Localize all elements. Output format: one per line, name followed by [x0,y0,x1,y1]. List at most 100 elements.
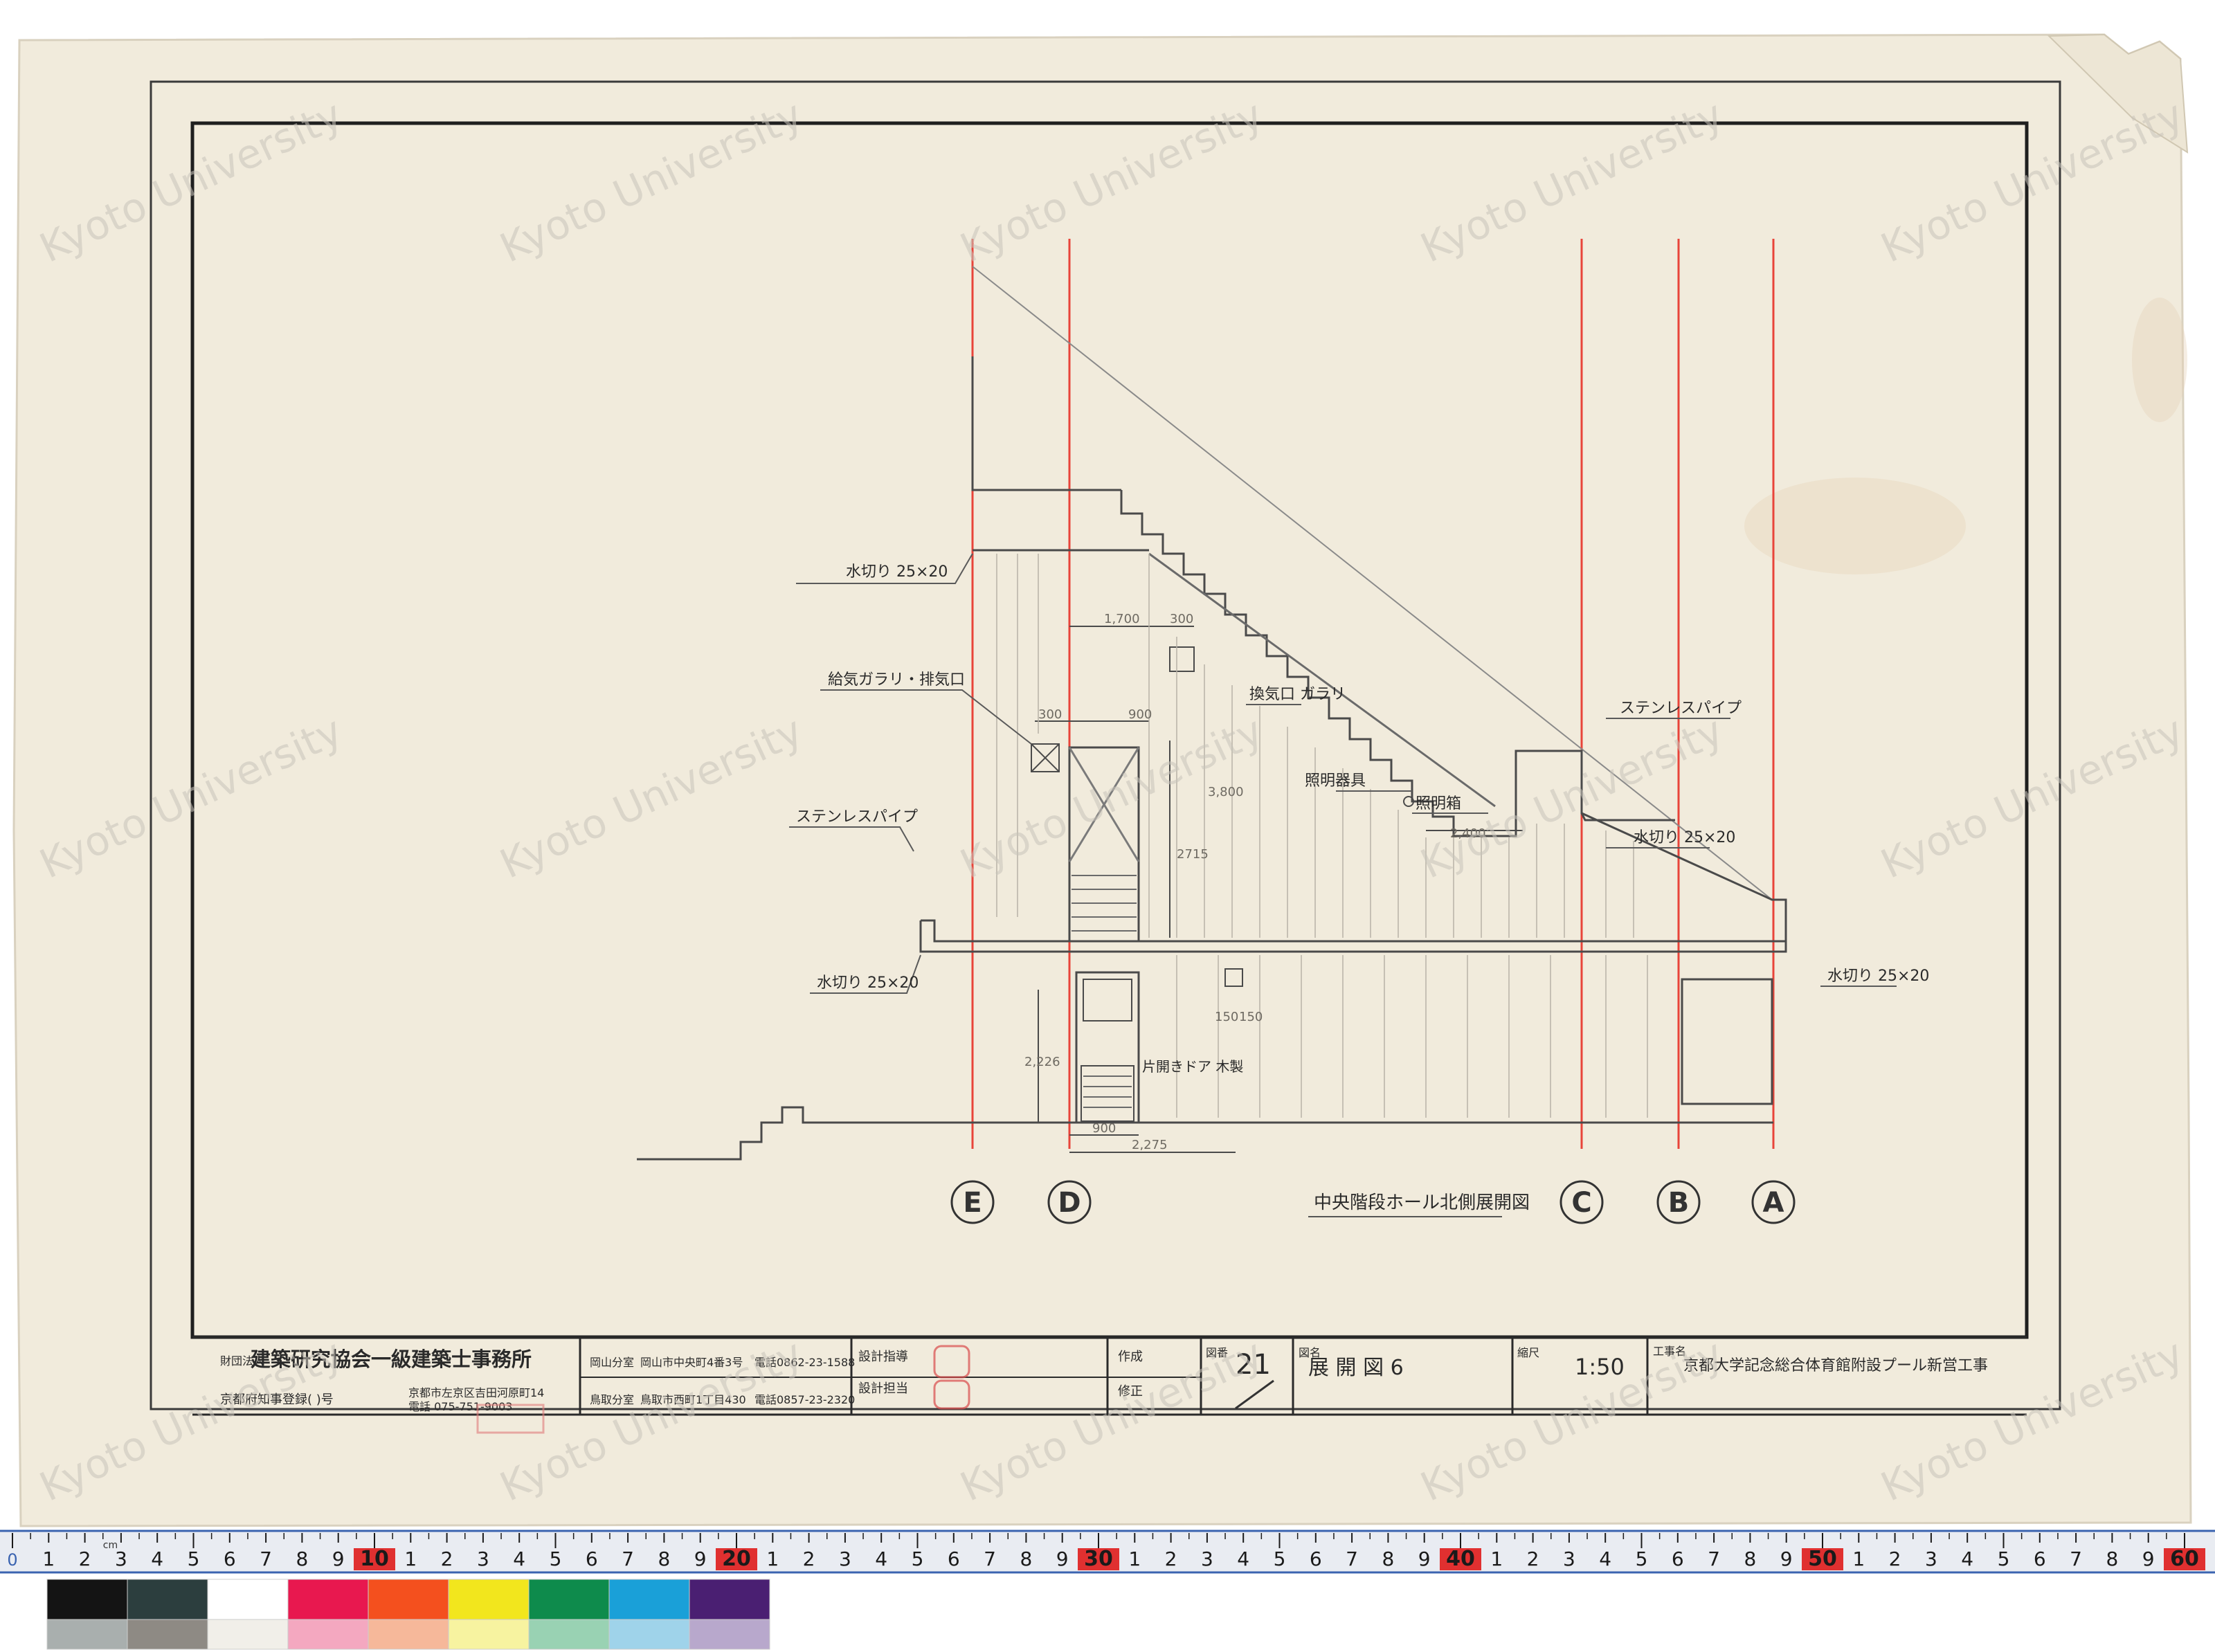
dim-6: 2,275 [1132,1138,1168,1152]
color-swatch [287,1579,369,1620]
ruler-label: 9 [694,1547,707,1570]
grid-label-b: B [1668,1187,1690,1219]
ruler-major-label: 40 [1446,1547,1475,1571]
note-door: 片開きドア 木製 [1142,1058,1243,1075]
note-light-fixture: 照明器具 [1305,772,1366,790]
note-vent-gallery: 換気口 ガラリ [1249,686,1346,703]
revision-label: 修正 [1118,1384,1143,1399]
ruler-major-bg [716,1548,757,1570]
color-chart [46,1579,770,1650]
note-light-box: 照明箱 [1416,795,1461,813]
color-swatch [46,1619,128,1650]
note-stainless-pipe-left: ステンレスパイプ [796,808,918,826]
ruler-label: 4 [513,1547,525,1570]
ruler-unit: cm [103,1540,118,1551]
ruler-label: 9 [332,1547,345,1570]
org-registration: 京都府知事登録( )号 [220,1392,334,1407]
dim-3: 2715 [1177,847,1209,862]
ruler-major-bg [1440,1548,1481,1570]
ruler-label: 6 [1672,1547,1684,1570]
ruler-label: 8 [1382,1547,1394,1570]
ruler-label: 1 [1128,1547,1141,1570]
elevation-drawing [637,266,1787,1161]
ruler-label: 7 [1346,1547,1358,1570]
elevation-title: 中央階段ホール北側展開図 [1314,1192,1530,1213]
ruler-label: 6 [1310,1547,1322,1570]
color-swatch [528,1579,610,1620]
grid-lines [971,239,1775,1149]
color-swatch [608,1619,690,1650]
dim-5: 900 [1128,707,1152,722]
dim-2: 300 [1170,612,1193,626]
ruler-label: 5 [1636,1547,1648,1570]
ruler-label: 3 [1201,1547,1213,1570]
ruler-label: 7 [984,1547,996,1570]
ruler-label: 3 [115,1547,127,1570]
ruler-major-label: 30 [1084,1547,1113,1571]
ruler-label: 9 [1056,1547,1069,1570]
dim-7: 150 [1215,1010,1238,1024]
project-label: 工事名 [1653,1345,1686,1358]
branch-okayama-addr: 岡山市中央町4番3号 [640,1356,743,1369]
ruler-label: 1 [766,1547,779,1570]
drawing-name: 展 開 図 6 [1308,1356,1404,1380]
ruler-label: 8 [658,1547,670,1570]
ruler-label: 2 [803,1547,815,1570]
ruler-label: 7 [1708,1547,1720,1570]
branch-okayama-tel: 電話0862-23-1588 [754,1356,855,1369]
ruler-label: 9 [1780,1547,1793,1570]
org-prefix: 財団法人 [220,1354,264,1368]
paper-corner-fold [2047,33,2189,154]
org-phone: 電話 075-751-9003 [408,1400,512,1413]
ruler-label: 4 [875,1547,887,1570]
note-water-cut-bottom-right: 水切り 25×20 [1827,968,1929,985]
color-swatch [368,1619,449,1650]
ruler-label: 0 [7,1550,17,1570]
ruler-major-label: 50 [1808,1547,1837,1571]
ruler-label: 1 [404,1547,417,1570]
branch-okayama-label: 岡山分室 [590,1356,634,1369]
ruler-major-bg [354,1548,395,1570]
color-swatch [689,1619,770,1650]
color-swatch [46,1579,128,1620]
ruler-major-label: 10 [360,1547,389,1571]
ruler-label: 7 [622,1547,634,1570]
color-swatch [207,1619,289,1650]
ruler-label: 2 [1527,1547,1539,1570]
ruler-label: 9 [1418,1547,1431,1570]
ruler-label: 3 [1925,1547,1937,1570]
note-stainless-pipe-right: ステンレスパイプ [1620,700,1742,717]
dim-9: 2,226 [1024,1055,1060,1069]
ruler-label: 1 [1490,1547,1503,1570]
seal-stamps [476,1345,970,1434]
ruler-major-label: 20 [722,1547,751,1571]
ruler-label: 2 [1165,1547,1177,1570]
ruler-label: 8 [2106,1547,2118,1570]
drawing-no-label: 図番 [1206,1346,1228,1359]
note-water-cut-mid-right: 水切り 25×20 [1634,829,1735,846]
grid-label-a: A [1763,1187,1784,1219]
grid-label-e: E [963,1187,982,1219]
leader-lines [789,553,1897,994]
ruler-label: 6 [948,1547,960,1570]
stain [2132,298,2187,422]
ruler-label: 7 [260,1547,272,1570]
note-vent: 給気ガラリ・排気口 [828,671,965,689]
note-water-cut-top: 水切り 25×20 [846,563,948,581]
ruler-label: 8 [1744,1547,1756,1570]
dim-12: 3,800 [1208,785,1244,799]
color-swatch [127,1619,208,1650]
scale: 1:50 [1575,1354,1625,1380]
design-charge-label: 設計担当 [858,1381,908,1396]
ruler-label: 6 [2034,1547,2046,1570]
dim-10: 300 [1038,707,1062,722]
ruler-major-bg [2164,1548,2205,1570]
ruler-label: 3 [1563,1547,1575,1570]
color-swatch [689,1579,770,1620]
color-swatch [287,1619,369,1650]
org-name: 建築研究協会一級建築士事務所 [251,1347,532,1371]
drawing-name-label: 図名 [1299,1346,1321,1359]
note-water-cut-bottom-left: 水切り 25×20 [817,974,919,992]
branch-tottori-tel: 電話0857-23-2320 [754,1393,855,1406]
